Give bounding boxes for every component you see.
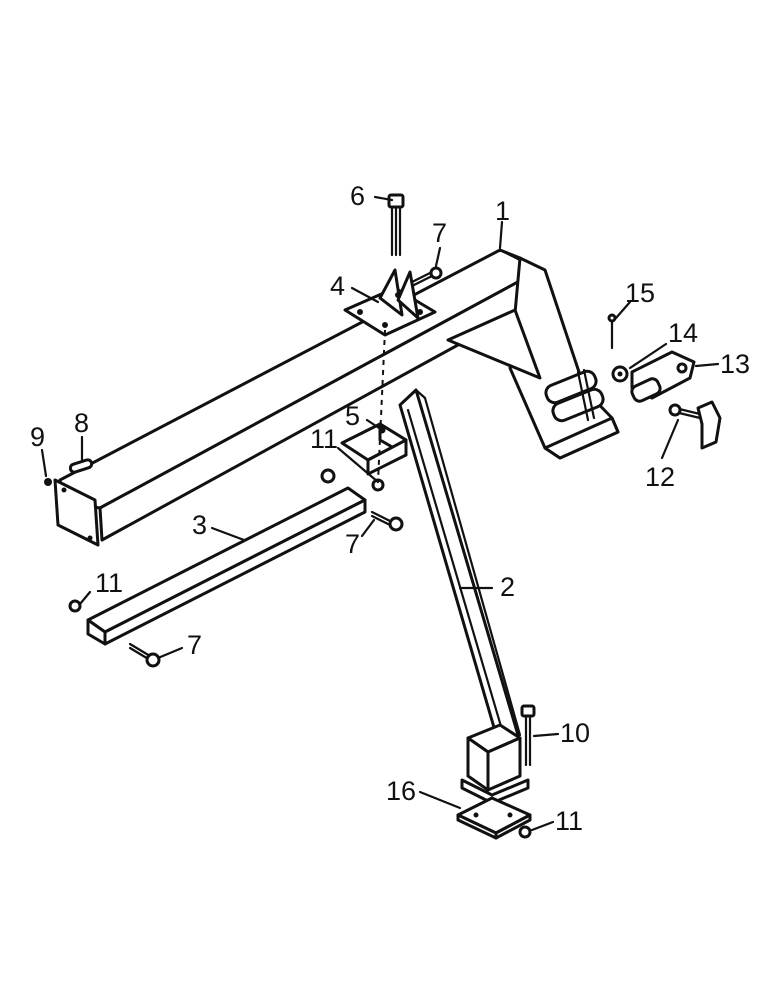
part-8-pin bbox=[68, 458, 94, 474]
callout-14: 14 bbox=[668, 318, 698, 348]
callout-7-middle: 7 bbox=[345, 529, 360, 559]
callout-15: 15 bbox=[625, 278, 655, 308]
callout-10: 10 bbox=[560, 718, 590, 748]
callout-11-middle: 11 bbox=[310, 424, 338, 454]
part-3-brace-bar bbox=[86, 486, 367, 646]
callout-7-top: 7 bbox=[432, 218, 447, 248]
callout-3: 3 bbox=[192, 510, 207, 540]
part-5-lower-plate bbox=[340, 422, 408, 476]
callout-5: 5 bbox=[345, 401, 360, 431]
part-13-hitch-bracket bbox=[630, 350, 696, 403]
callout-2: 2 bbox=[500, 572, 515, 602]
part-7-bolt-lower bbox=[128, 642, 161, 668]
callout-11-bottom: 11 bbox=[555, 806, 583, 836]
part-11-nut-bottom bbox=[518, 825, 532, 839]
callout-4: 4 bbox=[330, 271, 345, 301]
part-15-pin bbox=[607, 313, 617, 350]
callout-8: 8 bbox=[74, 408, 89, 438]
part-12-clevis-pin bbox=[668, 400, 722, 450]
part-11-nut-left bbox=[68, 599, 82, 613]
callout-11-left: 11 bbox=[95, 568, 123, 598]
part-11-nut-plate bbox=[371, 478, 385, 492]
part-4-mount-plate bbox=[343, 268, 437, 337]
part-7-bolt-top bbox=[410, 266, 443, 288]
part-11-nut-middle bbox=[320, 468, 336, 484]
callout-labels: 1 2 3 4 5 6 7 7 7 8 9 10 11 11 11 12 13 … bbox=[30, 181, 750, 836]
part-2-leg-tube bbox=[398, 388, 522, 750]
part-2-foot-socket bbox=[460, 723, 530, 805]
part-7-bolt-middle bbox=[370, 510, 404, 532]
part-6-long-bolt bbox=[387, 193, 405, 257]
leader-lines bbox=[40, 195, 720, 832]
callout-9: 9 bbox=[30, 422, 45, 452]
callout-13: 13 bbox=[720, 349, 750, 379]
callout-1: 1 bbox=[495, 196, 510, 226]
part-9-small-nut bbox=[44, 478, 52, 486]
part-16-foot-plate bbox=[456, 796, 532, 840]
callout-6: 6 bbox=[350, 181, 365, 211]
part-10-bolt bbox=[520, 704, 536, 767]
callout-7-lower: 7 bbox=[187, 630, 202, 660]
callout-12: 12 bbox=[645, 462, 675, 492]
callout-16: 16 bbox=[386, 776, 416, 806]
